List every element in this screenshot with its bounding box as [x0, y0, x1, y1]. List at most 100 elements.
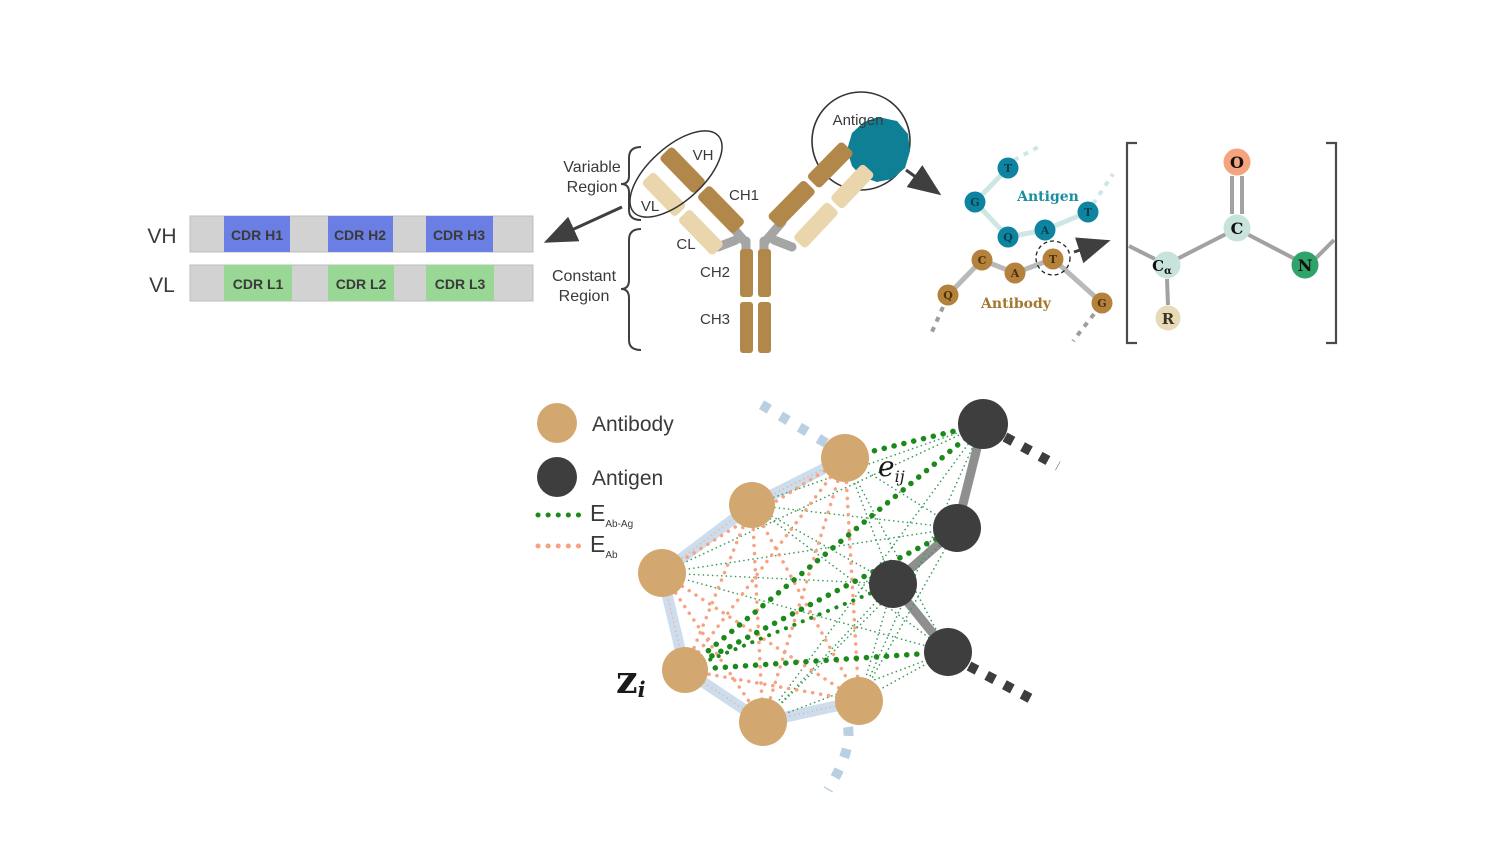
residue-graph-panel: T G Q A T Antigen Q C A T G Antibody — [929, 144, 1115, 343]
nitrogen-label: N — [1298, 256, 1313, 275]
antigen-chain-tail-1 — [1013, 144, 1041, 162]
arrow-to-cdr-panel — [543, 205, 623, 243]
vl-row-label: VL — [149, 274, 175, 297]
antigen-residue-letters: T G Q A T — [970, 162, 1093, 244]
peptide-bonds — [1128, 176, 1336, 306]
antibody-chain-tail-1 — [929, 306, 945, 335]
cdr-panel: VH CDR H1 CDR H2 CDR H3 VL CDR L1 CDR L2… — [147, 215, 534, 302]
cdr-h3-segment — [426, 216, 493, 252]
cdr-h1-label: CDR H1 — [231, 227, 283, 243]
variable-region-ellipse — [629, 130, 723, 218]
alpha-carbon-atom — [1153, 251, 1181, 279]
side-chain-label: R — [1162, 310, 1175, 328]
antibody-residue-nodes — [937, 248, 1113, 314]
interaction-graph-panel: Antibody Antigen EAb-Ag EAb — [535, 397, 1061, 793]
antibody-nodes — [638, 434, 883, 746]
legend-antigen-swatch — [537, 457, 577, 497]
peptide-unit-panel: O C Cα N R — [1125, 141, 1338, 345]
left-heavy-chain — [660, 147, 744, 233]
cdr-l3-label: CDR L3 — [435, 276, 486, 292]
svg-text:G: G — [1097, 297, 1106, 310]
cdr-h2-label: CDR H2 — [334, 227, 386, 243]
cdr-h1-segment — [224, 216, 290, 252]
ch2-domain-label: CH2 — [700, 264, 730, 281]
cl-domain-label: CL — [676, 236, 695, 253]
edges-ab-ag-thick — [682, 421, 986, 673]
variable-region-label-line2: Region — [567, 179, 618, 196]
antibody-residue-letters: Q C A T G — [943, 253, 1107, 310]
svg-text:A: A — [1010, 267, 1020, 280]
ch3-domain-label: CH3 — [700, 311, 730, 328]
right-light-chain — [794, 164, 874, 248]
antibody-backbone-tail-top — [754, 397, 829, 448]
alpha-carbon-label: Cα — [1152, 257, 1172, 277]
svg-text:Q: Q — [1003, 231, 1013, 244]
antigen-node — [958, 399, 1008, 449]
antibody-y-diagram: Variable Region Constant Region — [552, 91, 911, 353]
svg-text:A: A — [1040, 224, 1050, 237]
residue-zoom-circle — [1035, 240, 1071, 276]
antibody-node — [662, 647, 708, 693]
node-embedding-label: zi — [616, 657, 646, 702]
cdr-l2-label: CDR L2 — [336, 276, 387, 292]
antigen-backbone-tail-bottom — [966, 661, 1040, 707]
vh-domain-label: VH — [693, 147, 714, 164]
legend-eab-label: EAb — [590, 531, 618, 561]
constant-region-brace — [620, 228, 642, 351]
oxygen-atom — [1223, 148, 1251, 176]
variable-region-label-line1: Variable — [563, 159, 621, 176]
antigen-residue-nodes — [964, 157, 1099, 248]
side-chain-atom — [1155, 305, 1181, 331]
antibody-chain-label: Antibody — [980, 296, 1052, 312]
antibody-node — [835, 677, 883, 725]
ch1-domain-label: CH1 — [729, 187, 759, 204]
antibody-node — [638, 549, 686, 597]
antigen-node — [869, 560, 917, 608]
cdr-h2-segment — [328, 216, 393, 252]
arrow-to-peptide-unit — [1073, 237, 1111, 264]
antigen-node — [933, 504, 981, 552]
arrow-to-residue-graph — [905, 165, 942, 196]
vl-domain-label: VL — [641, 198, 659, 215]
stem-domains — [740, 249, 771, 353]
antigen-backbone — [888, 422, 988, 655]
nitrogen-atom — [1291, 251, 1319, 279]
vh-row-label: VH — [147, 225, 176, 248]
antigen-chain-tail-2 — [1091, 172, 1115, 206]
svg-text:T: T — [1004, 162, 1013, 175]
carbonyl-carbon-label: C — [1231, 219, 1244, 238]
antigen-nodes — [869, 399, 1008, 676]
cdr-l1-segment — [224, 265, 292, 301]
legend-antigen-label: Antigen — [592, 467, 663, 490]
constant-region-label-line1: Constant — [552, 268, 617, 285]
variable-region-brace — [620, 146, 642, 221]
antigen-backbone-tail-top — [1002, 432, 1061, 471]
legend-eabag-label: EAb-Ag — [590, 500, 633, 530]
constant-region-label-line2: Region — [559, 288, 610, 305]
cdr-h3-label: CDR H3 — [433, 227, 485, 243]
cdr-l1-label: CDR L1 — [233, 276, 284, 292]
svg-text:T: T — [1049, 253, 1058, 266]
svg-text:T: T — [1084, 206, 1093, 219]
antibody-node — [729, 482, 775, 528]
cdr-l3-segment — [426, 265, 494, 301]
antibody-chain-tail-2 — [1071, 312, 1096, 343]
edge-weight-label: eij — [878, 450, 905, 486]
right-heavy-chain — [768, 142, 853, 228]
antigen-node — [924, 628, 972, 676]
svg-text:C: C — [978, 254, 987, 267]
antigen-circle-label: Antigen — [833, 112, 884, 129]
antibody-node — [821, 434, 869, 482]
antibody-backbone-tail-bottom — [823, 726, 854, 793]
edges-ab-medium — [660, 456, 861, 724]
antibody-node — [739, 698, 787, 746]
left-bracket — [1125, 141, 1137, 345]
carbonyl-carbon-atom — [1223, 214, 1251, 242]
graph-legend: Antibody Antigen EAb-Ag EAb — [535, 403, 674, 561]
svg-text:Q: Q — [943, 289, 953, 302]
antigen-chain-label: Antigen — [1016, 189, 1079, 205]
oxygen-label: O — [1230, 153, 1244, 172]
svg-text:G: G — [970, 196, 979, 209]
